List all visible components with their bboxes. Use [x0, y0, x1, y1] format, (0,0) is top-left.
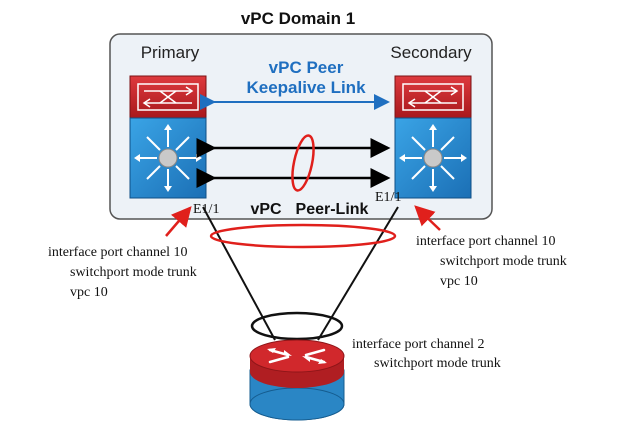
left-config-pointer-arrow — [165, 206, 192, 237]
downstream-port-channel-ring — [250, 311, 344, 341]
port-label-right: E1/1 — [375, 190, 401, 205]
keepalive-label-line2: Keepalive Link — [246, 78, 366, 97]
left-config-line1: interface port channel 10 — [48, 245, 188, 260]
peer-link-port-channel-ring — [291, 134, 315, 192]
bottom-config-line1: interface port channel 2 — [352, 337, 485, 352]
peer-link-label-vpc: vPC — [250, 201, 282, 218]
secondary-label: Secondary — [390, 43, 472, 62]
right-config-line3: vpc 10 — [440, 274, 478, 289]
right-config-line1: interface port channel 10 — [416, 234, 556, 249]
peer-link-label-text: Peer-Link — [296, 201, 369, 218]
bottom-config-line2: switchport mode trunk — [374, 356, 501, 371]
primary-switch-icon — [129, 75, 207, 199]
left-config-line2: switchport mode trunk — [70, 265, 197, 280]
domain-title: vPC Domain 1 — [241, 9, 355, 28]
vpc-port-channel-ring — [209, 223, 397, 249]
primary-label: Primary — [141, 43, 200, 62]
keepalive-label-line1: vPC Peer — [269, 58, 344, 77]
right-config-line2: switchport mode trunk — [440, 254, 567, 269]
secondary-switch-icon — [394, 75, 472, 199]
right-config-pointer-arrow — [414, 205, 441, 231]
left-config-line3: vpc 10 — [70, 285, 108, 300]
port-label-left: E1/1 — [193, 202, 219, 217]
router-icon — [249, 339, 345, 421]
